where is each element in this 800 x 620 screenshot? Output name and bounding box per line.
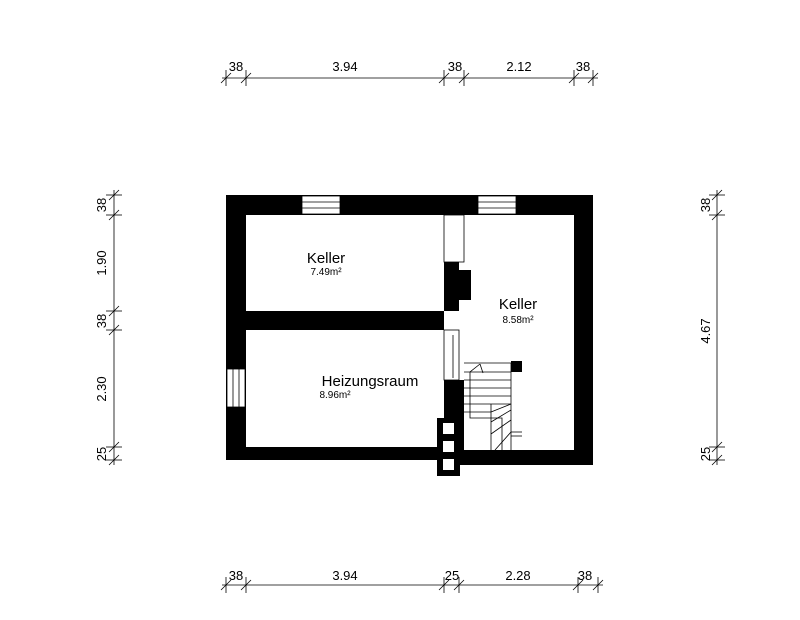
room-name: Heizungsraum <box>322 373 419 390</box>
room-area: 8.58m² <box>502 315 534 326</box>
dim-left-4: 2.30 <box>94 376 109 401</box>
window-left <box>226 368 246 408</box>
dim-bottom-2: 3.94 <box>332 568 357 583</box>
window-top-left <box>301 195 341 215</box>
walls <box>226 195 593 465</box>
dim-top-3: 38 <box>448 59 462 74</box>
room-name: Keller <box>499 296 537 313</box>
dim-right-3: 25 <box>698 447 713 461</box>
room-area: 7.49m² <box>310 267 342 278</box>
bottom-dimension-chain: 38 3.94 25 2.28 38 <box>220 568 604 593</box>
dim-top-1: 38 <box>229 59 243 74</box>
top-dimension-chain: 38 3.94 38 2.12 38 <box>220 59 599 86</box>
shaft-blocks <box>437 418 460 476</box>
right-dimension-chain: 38 4.67 25 <box>698 189 725 466</box>
room-keller-right: Keller 8.58m² <box>499 296 537 326</box>
room-keller-top-left: Keller 7.49m² <box>307 250 345 278</box>
dim-left-3: 38 <box>94 314 109 328</box>
room-area: 8.96m² <box>319 390 351 401</box>
room-heizungsraum: Heizungsraum 8.96m² <box>319 373 418 401</box>
windows <box>226 195 517 408</box>
staircase <box>464 362 522 451</box>
dim-top-4: 2.12 <box>506 59 531 74</box>
dim-bottom-1: 38 <box>229 568 243 583</box>
dim-left-5: 25 <box>94 447 109 461</box>
door-openings <box>443 214 465 381</box>
dim-top-5: 38 <box>576 59 590 74</box>
dim-bottom-5: 38 <box>578 568 592 583</box>
window-top-right <box>477 195 517 215</box>
left-dimension-chain: 38 1.90 38 2.30 25 <box>94 189 122 466</box>
dim-bottom-3: 25 <box>445 568 459 583</box>
dim-top-2: 3.94 <box>332 59 357 74</box>
dim-right-1: 38 <box>698 198 713 212</box>
dim-bottom-4: 2.28 <box>505 568 530 583</box>
room-name: Keller <box>307 250 345 267</box>
dim-left-2: 1.90 <box>94 250 109 275</box>
dim-left-1: 38 <box>94 198 109 212</box>
dim-right-2: 4.67 <box>698 318 713 343</box>
